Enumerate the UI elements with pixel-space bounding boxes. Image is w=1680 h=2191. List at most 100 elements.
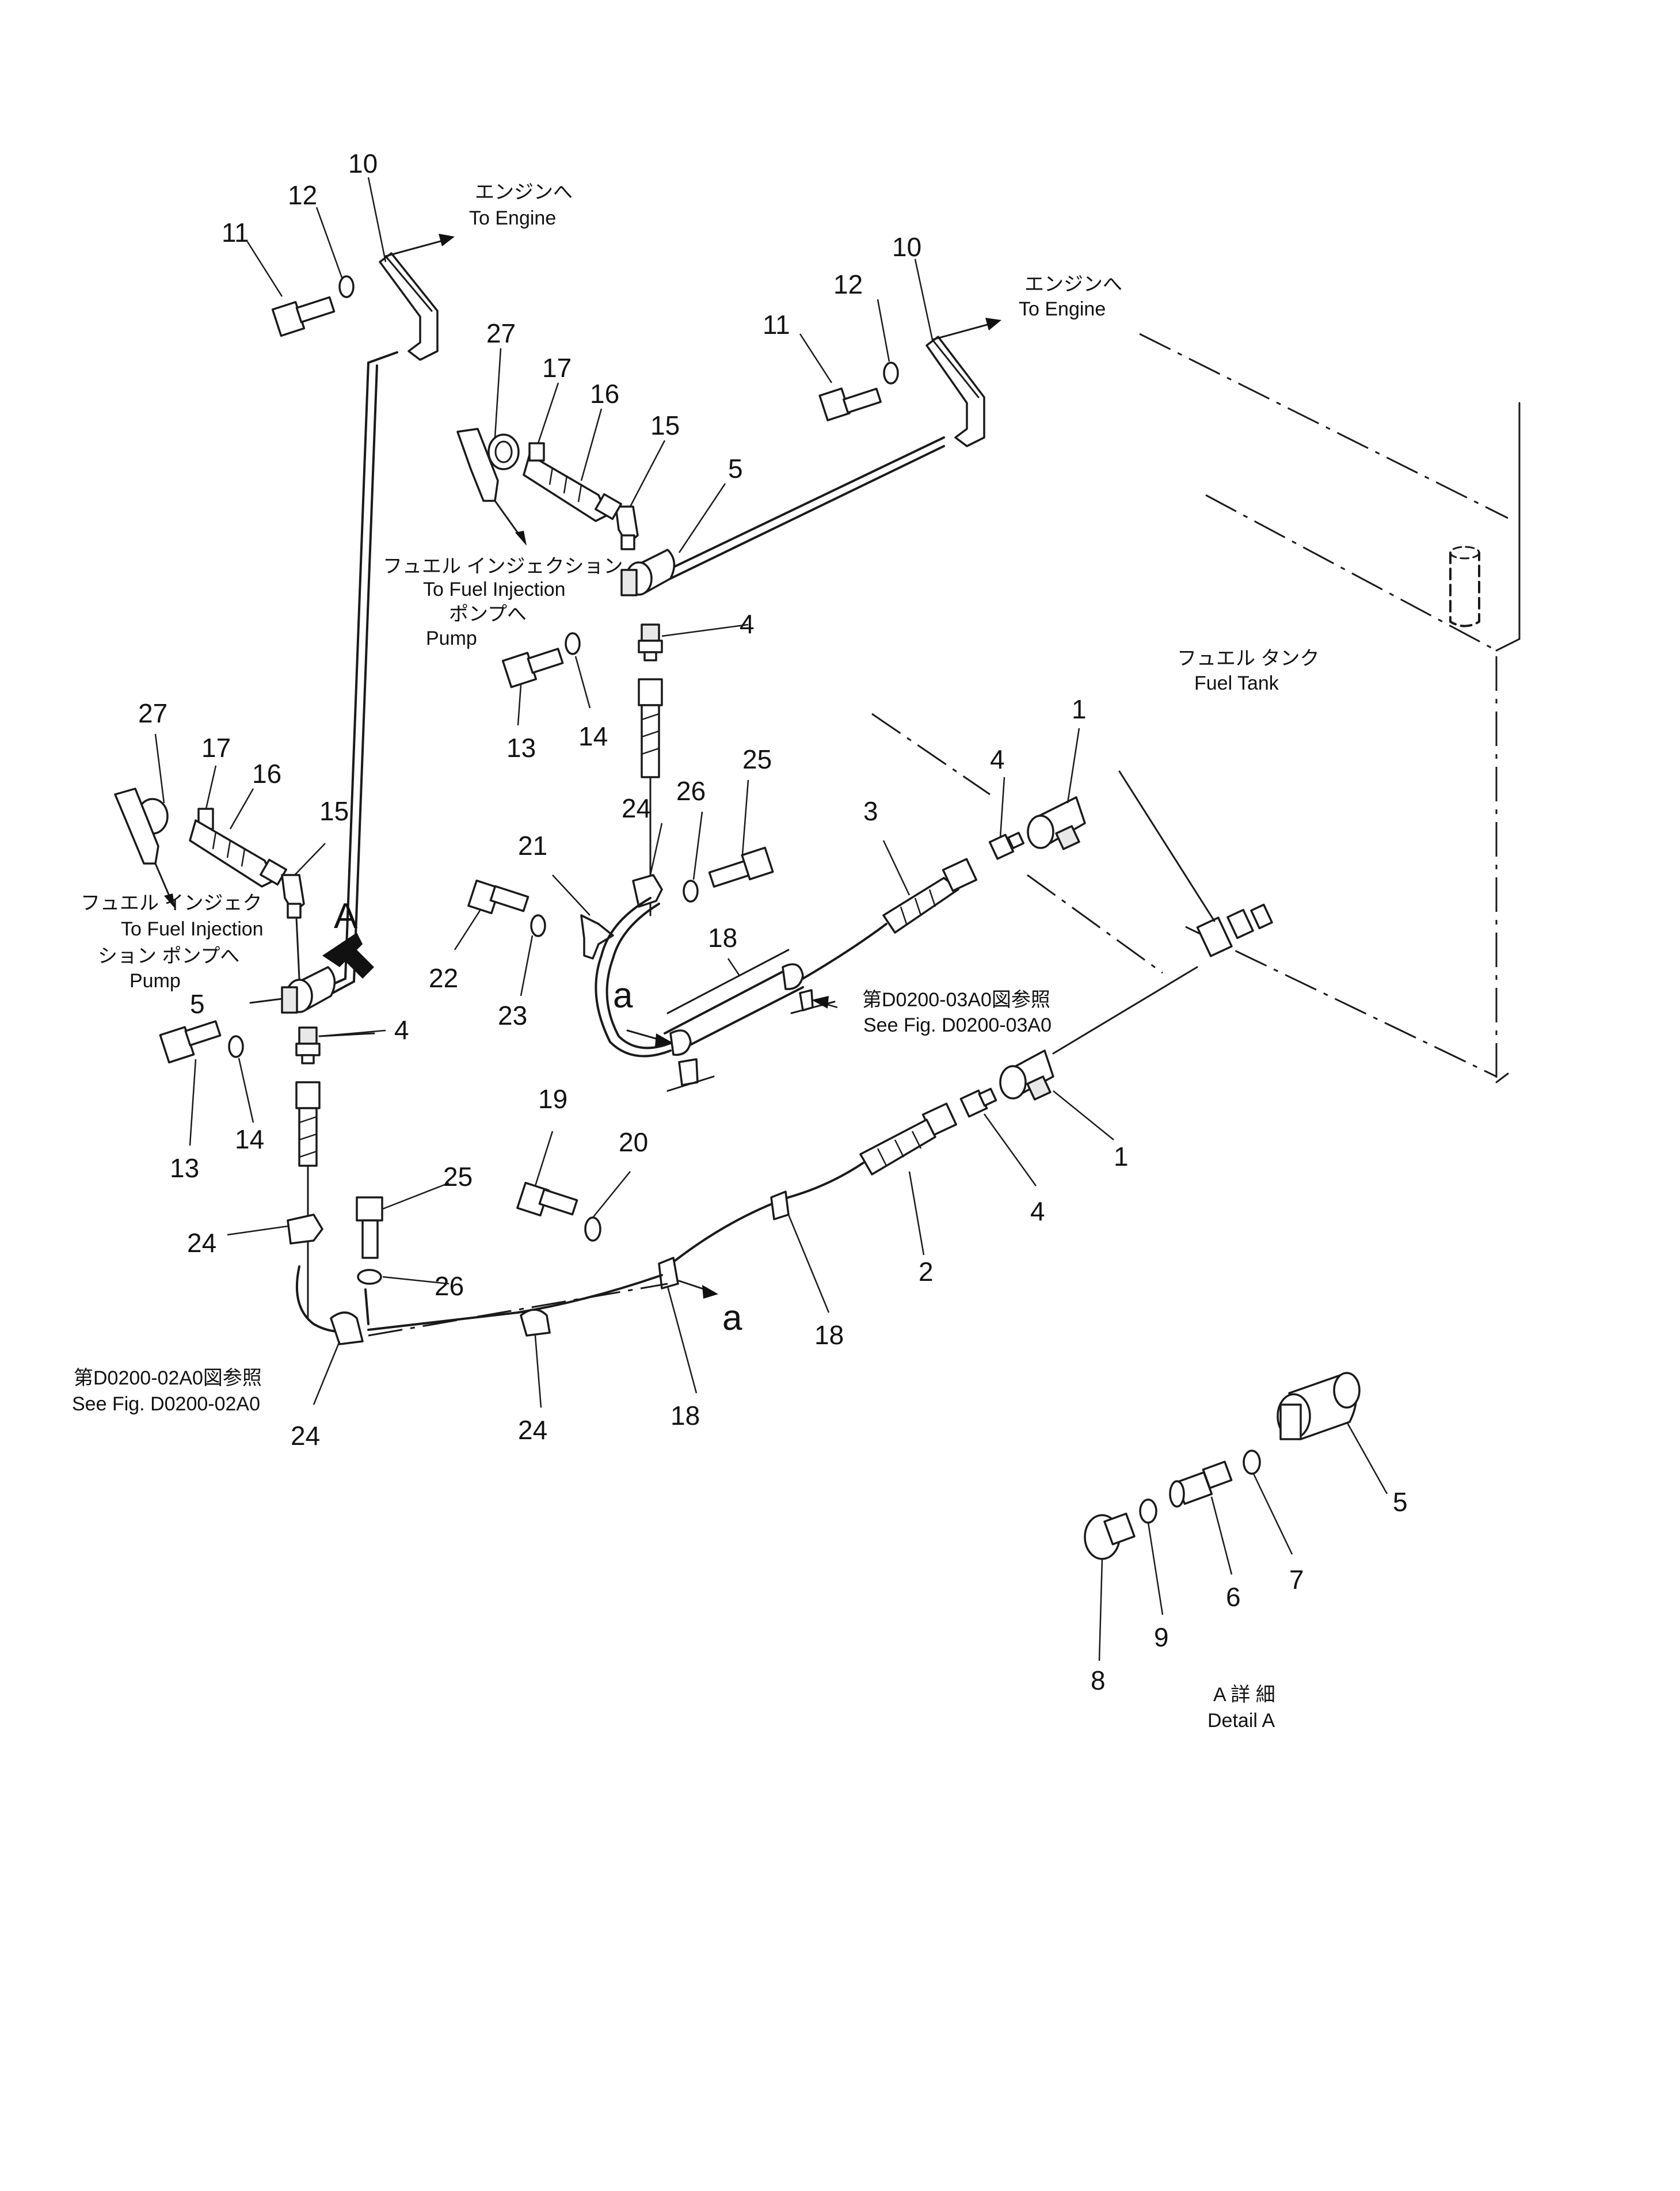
callout-21: 21 [518,831,547,861]
fitting-4-right-upper [988,831,1025,860]
callout-9: 9 [1154,1622,1169,1652]
callout-5-left: 5 [190,989,205,1019]
banjo-fitting-5-left [281,966,336,1014]
detail-o-ring-9 [1139,1498,1157,1524]
see-fig-02-en: See Fig. D0200-02A0 [72,1393,260,1415]
fuel-injection-jp-left: フュエル インジェク [81,892,262,914]
washer-12-left [338,275,355,298]
callout-4-right-upper: 4 [990,744,1005,774]
clamp-24-run [520,1308,551,1337]
callout-15-upper: 15 [650,410,680,440]
detail-plug-8 [1084,1512,1136,1560]
detail-a-jp: A 詳 細 [1213,1684,1275,1706]
callout-4-left: 4 [394,1015,409,1045]
callout-24-run: 24 [518,1415,547,1445]
view-a-label: A [334,896,358,936]
callout-3: 3 [863,796,878,826]
vertical-hose-upper [638,678,663,916]
pump-en-upper: Pump [426,627,477,649]
to-engine-jp-right: エンジンへ [1024,273,1122,295]
callout-5-upper: 5 [728,454,743,484]
callout-18-upper: 18 [708,923,737,953]
washer-26-middle [683,880,699,903]
detail-banjo-5 [1277,1372,1361,1440]
callout-23: 23 [498,1001,527,1030]
lower-right-assembly [516,966,1198,1299]
callout-19: 19 [538,1084,567,1114]
callout-13-upper: 13 [506,733,536,763]
callout-14-upper: 14 [578,721,608,751]
clamp-18-lower [770,1190,790,1220]
arrow-to-engine-right [985,318,1001,330]
to-engine-en-left: To Engine [469,207,556,229]
pump-jp-left: ション ポンプへ [98,945,239,967]
detail-a [1084,1372,1361,1560]
see-fig-03-jp: 第D0200-03A0図参照 [862,989,1050,1011]
callout-1-upper: 1 [1072,694,1087,724]
callout-25-middle: 25 [742,744,772,774]
pipe-clamp-18b [782,963,804,990]
washer-14-left [228,1035,244,1058]
fuel-injection-jp-upper: フュエル インジェクション [383,556,623,577]
see-fig-03-en: See Fig. D0200-03A0 [863,1014,1052,1036]
callout-4-upper: 4 [740,609,755,639]
fuel-tank-en: Fuel Tank [1194,672,1279,694]
clamp-24-bottom [330,1311,364,1345]
callout-24-middle: 24 [622,793,651,823]
callout-10-right: 10 [892,232,921,262]
callout-24-left: 24 [187,1228,216,1258]
callout-1-lower: 1 [1114,1142,1129,1171]
callout-12-right: 12 [833,269,863,299]
callout-27-left: 27 [138,698,167,728]
view-a-arrow [322,933,374,979]
hose-3 [882,858,978,934]
bolt-11-left [271,296,336,337]
fuel-injection-en-upper: To Fuel Injection [423,579,566,600]
pump-en-left: Pump [129,970,181,992]
elbow-15-upper [615,505,639,550]
callout-18-lower-right: 18 [814,1320,844,1350]
callout-16-upper: 16 [590,379,619,409]
banjo-fitting-5-upper [620,549,676,596]
upper-left-assembly [114,234,668,1345]
washer-20 [584,1216,601,1242]
middle-assembly [467,770,1216,1092]
fitting-4-left [295,1026,321,1064]
callout-26-left: 26 [435,1271,464,1301]
callout-22: 22 [429,963,458,993]
callout-2: 2 [919,1257,934,1287]
text-labels: エンジンへ To Engine エンジンへ To Engine フュエル インジ… [72,181,1319,1732]
bolt-25-left [356,1196,383,1259]
elbow-15-left [281,874,305,919]
detail-fitting-6 [1169,1460,1233,1508]
bolt-11-right [818,387,882,421]
callout-17-left: 17 [201,733,231,763]
pump-jp-upper: ポンプへ [449,603,527,625]
clamp-24-middle [632,874,663,908]
callout-4-lower: 4 [1030,1196,1045,1226]
callout-10-left: 10 [348,149,378,178]
fitting-1-lower [999,1049,1054,1101]
callout-17-upper: 17 [542,353,572,383]
callout-11-left: 11 [222,218,249,248]
upper-right-assembly [456,318,1001,916]
fuel-injection-en-left: To Fuel Injection [121,918,264,940]
callout-18-lower: 18 [671,1401,700,1431]
detail-a-en: Detail A [1207,1710,1275,1732]
washer-12-right [883,362,899,385]
bolt-22 [467,879,529,915]
pipe-clamp-18a [669,1029,692,1056]
tank-outlet-fitting [1196,903,1273,957]
callout-numbers: 10 12 11 10 12 11 27 17 16 15 5 4 13 14 … [138,149,1408,1695]
fitting-4-lower [959,1087,997,1118]
washer-14-upper [565,632,581,655]
clamp-24-left [287,1214,323,1245]
to-engine-en-right: To Engine [1019,298,1106,320]
callout-15-left: 15 [319,796,349,826]
callout-16-left: 16 [252,759,281,789]
to-engine-jp-left: エンジンへ [475,181,573,203]
clamp-21 [580,914,614,960]
washer-23 [530,914,546,937]
bracket-10-left [379,252,439,361]
